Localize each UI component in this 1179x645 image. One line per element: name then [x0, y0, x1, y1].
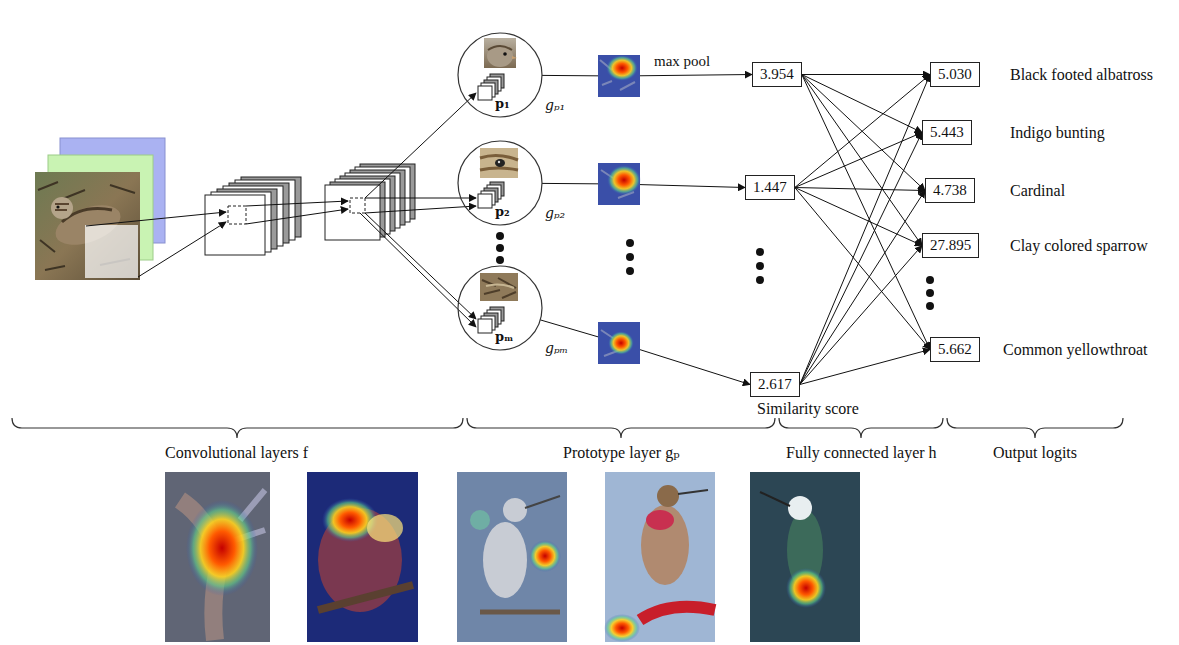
section-label: Convolutional layers f [165, 443, 308, 462]
feature-arrow [86, 93, 476, 327]
class-name: Black footed albatross [1010, 65, 1153, 84]
activation-example [307, 472, 418, 642]
value-text: 5.443 [930, 123, 964, 142]
pooling-arrow [540, 320, 750, 385]
logit-box: 4.738 [925, 178, 975, 203]
weight-connection [802, 75, 922, 246]
value-text: 5.662 [938, 340, 972, 359]
prototype-name: p₁ [495, 96, 510, 112]
operation-label: max pool [652, 52, 712, 70]
weight-connection [795, 188, 925, 191]
activation-example [457, 472, 567, 642]
class-name: Common yellowthroat [1003, 340, 1147, 359]
value-text: 5.030 [938, 65, 972, 84]
feature-map-stack [325, 164, 415, 240]
weight-connection [802, 75, 922, 133]
prototype-patch [484, 38, 517, 68]
value-text: 3.954 [760, 65, 794, 84]
logit-box: 5.443 [922, 120, 972, 145]
activation-example [750, 472, 860, 642]
prototype-patch [480, 273, 518, 301]
similarity-heatmap [598, 55, 640, 97]
feature-map-stack [205, 177, 301, 255]
value-text: 4.738 [933, 181, 967, 200]
weight-connection [800, 246, 922, 385]
pooling-arrow [542, 183, 745, 187]
axis-caption: Similarity score [757, 399, 859, 418]
class-name: Indigo bunting [1010, 123, 1105, 142]
class-name: Cardinal [1010, 181, 1065, 200]
section-label: Output logits [993, 443, 1077, 462]
ellipsis-dots [496, 232, 934, 310]
weight-connection [800, 133, 922, 385]
weight-connection [802, 75, 925, 191]
value-text: 27.895 [930, 236, 971, 255]
section-label: Fully connected layer h [786, 443, 937, 462]
section-brace [12, 418, 1123, 438]
activation-example [165, 472, 270, 642]
score-box: 3.954 [752, 62, 802, 87]
logit-box: 5.030 [930, 62, 980, 87]
prototype-name: p₂ [495, 204, 510, 220]
weight-connection [795, 75, 930, 188]
prototype-circle: p₂gₚ₂ [457, 140, 543, 226]
prototype-patch [480, 148, 518, 178]
section-label: Prototype layer gₚ [563, 443, 680, 462]
weight-connection [795, 188, 922, 246]
weight-connection [800, 350, 930, 385]
score-box: 1.447 [745, 175, 795, 200]
pooling-arrow [542, 75, 752, 77]
value-text: 2.617 [758, 375, 792, 394]
weight-connection [795, 133, 922, 188]
similarity-heatmap [598, 322, 640, 364]
similarity-function: gₚ₂ [545, 204, 565, 222]
similarity-heatmap [598, 163, 641, 205]
score-box: 2.617 [750, 372, 800, 397]
logit-box: 27.895 [922, 233, 979, 258]
logit-box: 5.662 [930, 337, 980, 362]
value-text: 1.447 [753, 178, 787, 197]
class-name: Clay colored sparrow [1010, 236, 1148, 255]
weight-connection [800, 75, 930, 385]
weight-connection [802, 74, 930, 75]
similarity-function: gₚ₁ [545, 96, 565, 114]
activation-example [604, 472, 715, 642]
prototype-circle: pₘgₚₘ [457, 265, 543, 351]
similarity-function: gₚₘ [545, 339, 568, 357]
weight-connection [795, 188, 930, 350]
prototype-name: pₘ [495, 329, 514, 345]
prototype-circle: p₁gₚ₁ [457, 32, 543, 118]
